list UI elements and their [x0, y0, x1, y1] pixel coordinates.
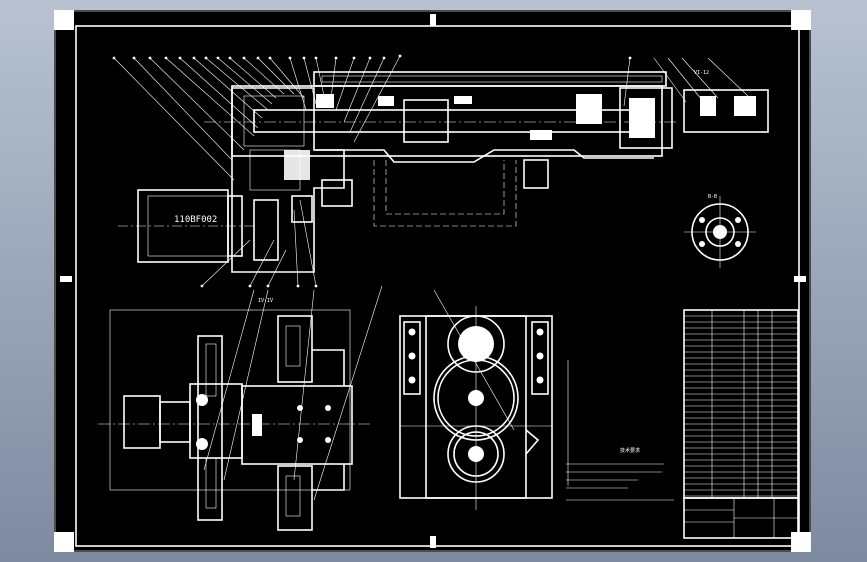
drawing-canvas: 110BF002 VI-12 B-B — [54, 10, 811, 552]
motor-label: 110BF002 — [174, 215, 217, 225]
drawing-sheet: 110BF002 VI-12 B-B — [54, 10, 811, 552]
notes-heading: 技术要求 — [620, 447, 640, 454]
top-view: IV-IV — [98, 285, 383, 531]
technical-notes: 技术要求 — [566, 447, 674, 501]
parts-list — [683, 309, 799, 499]
flange-view: B-B — [684, 194, 756, 268]
section-label-side: IV-IV — [258, 298, 273, 304]
main-assembly: 110BF002 — [112, 54, 679, 288]
leader-lines — [113, 55, 631, 287]
section-label-top: VI-12 — [694, 70, 709, 76]
title-block — [683, 497, 799, 539]
gearbox-housing — [231, 87, 345, 273]
detail-bracket: VI-12 — [653, 57, 769, 133]
inner-frame — [75, 25, 800, 547]
side-view — [399, 289, 569, 510]
view-label-circle: B-B — [708, 194, 717, 200]
frame-ticks — [54, 10, 811, 552]
outer-frame — [54, 10, 811, 552]
